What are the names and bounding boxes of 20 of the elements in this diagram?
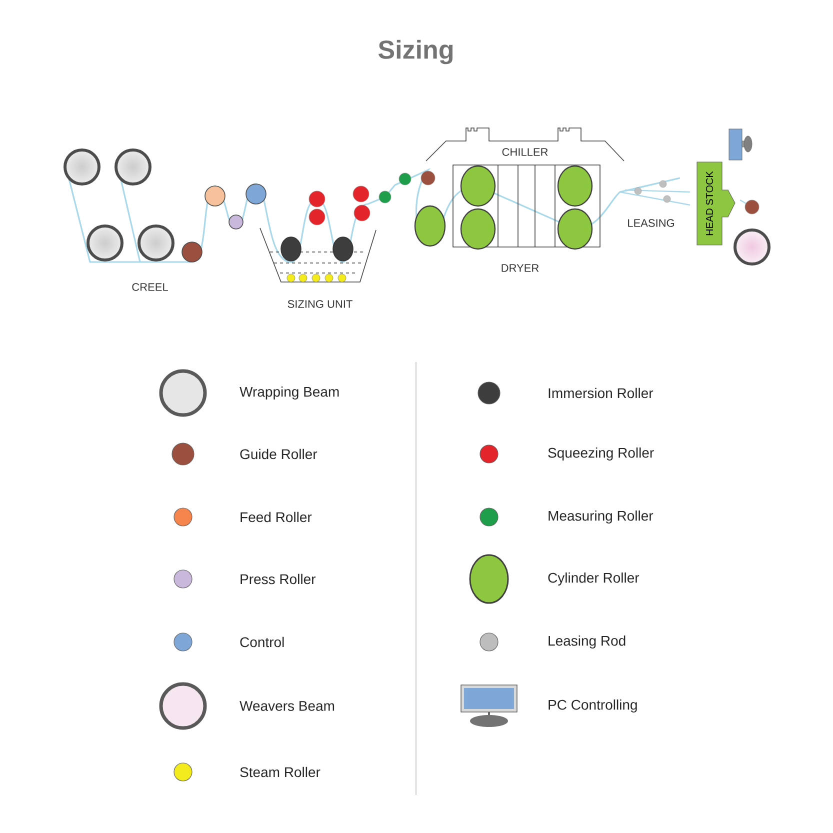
head-stock-block: HEAD STOCK	[696, 162, 736, 246]
title: Sizing	[378, 40, 453, 64]
legend-label: Wrapping Beam	[240, 386, 339, 400]
legend-label: Guide Roller	[240, 448, 318, 460]
legend-label: Press Roller	[240, 574, 316, 584]
legend-label: Cylinder Roller	[548, 572, 640, 586]
section-label: CHILLER	[502, 148, 548, 156]
legend-label: Immersion Roller	[548, 388, 654, 398]
legend-label: Steam Roller	[240, 766, 320, 778]
legend-label: Leasing Rod	[548, 635, 626, 649]
legend-label: Weavers Beam	[240, 701, 334, 711]
section-label: SIZING UNIT	[288, 300, 352, 308]
section-label: DRYER	[502, 264, 539, 272]
legend-label: PC Controlling	[548, 699, 637, 713]
legend-label: Squeezing Roller	[548, 447, 654, 461]
legend-label: Control	[240, 636, 284, 648]
legend-label: Measuring Roller	[548, 510, 654, 524]
legend-label: Feed Roller	[240, 512, 312, 522]
section-label: CREEL	[132, 283, 168, 291]
section-label: LEASING	[628, 219, 674, 227]
